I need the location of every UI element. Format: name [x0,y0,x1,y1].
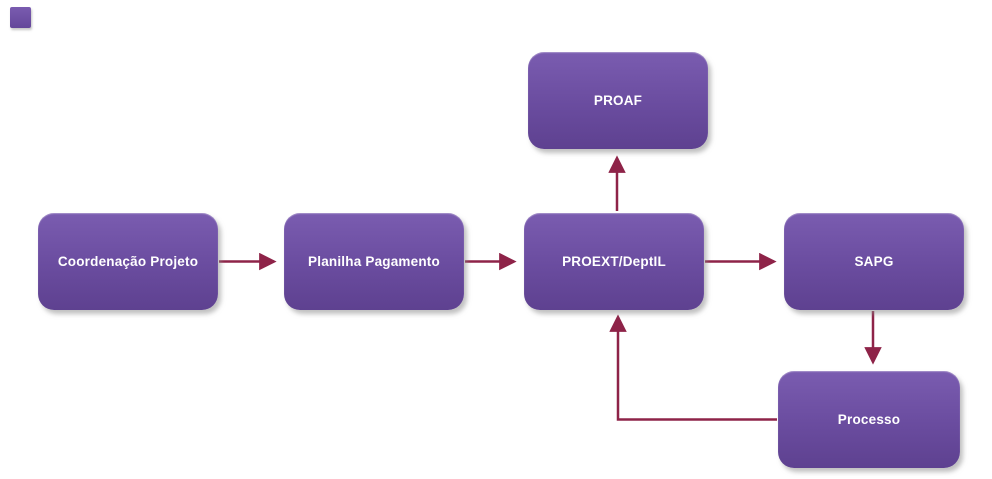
node-proext-deptil: PROEXT/DeptIL [524,213,704,310]
arrow-processo-to-proext [609,314,777,421]
corner-square-decoration [10,7,31,28]
node-label: Coordenação Projeto [57,254,199,269]
node-coordenacao-projeto: Coordenação Projeto [38,213,218,310]
node-planilha-pagamento: Planilha Pagamento [284,213,464,310]
node-label: PROAF [593,93,643,108]
node-label: SAPG [854,254,894,269]
node-label: PROEXT/DeptIL [562,254,666,269]
node-proaf: PROAF [528,52,708,149]
node-sapg: SAPG [784,213,964,310]
node-label: Processo [837,412,901,427]
node-label: Planilha Pagamento [308,254,440,269]
node-processo: Processo [778,371,960,468]
